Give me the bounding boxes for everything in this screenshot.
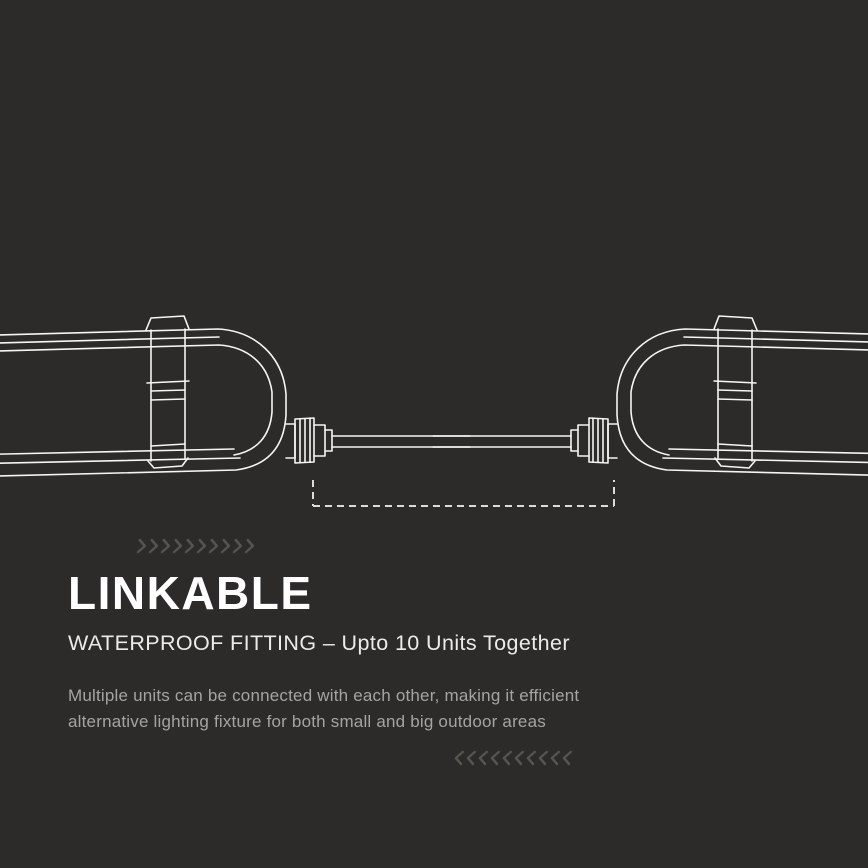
chevron-row-right-icon: [136, 538, 255, 554]
chevron-row-left-icon: [454, 750, 572, 766]
link-span-bracket: [312, 480, 615, 507]
headline: LINKABLE: [68, 567, 313, 619]
subheading: WATERPROOF FITTING – Upto 10 Units Toget…: [68, 631, 570, 655]
text-block: LINKABLE WATERPROOF FITTING – Upto 10 Un…: [68, 570, 579, 735]
waterproof-fitting-right: [432, 315, 868, 478]
description: Multiple units can be connected with eac…: [68, 683, 579, 735]
waterproof-fitting-left: [0, 315, 471, 478]
description-line-2: alternative lighting fixture for both sm…: [68, 712, 546, 731]
description-line-1: Multiple units can be connected with eac…: [68, 686, 580, 705]
